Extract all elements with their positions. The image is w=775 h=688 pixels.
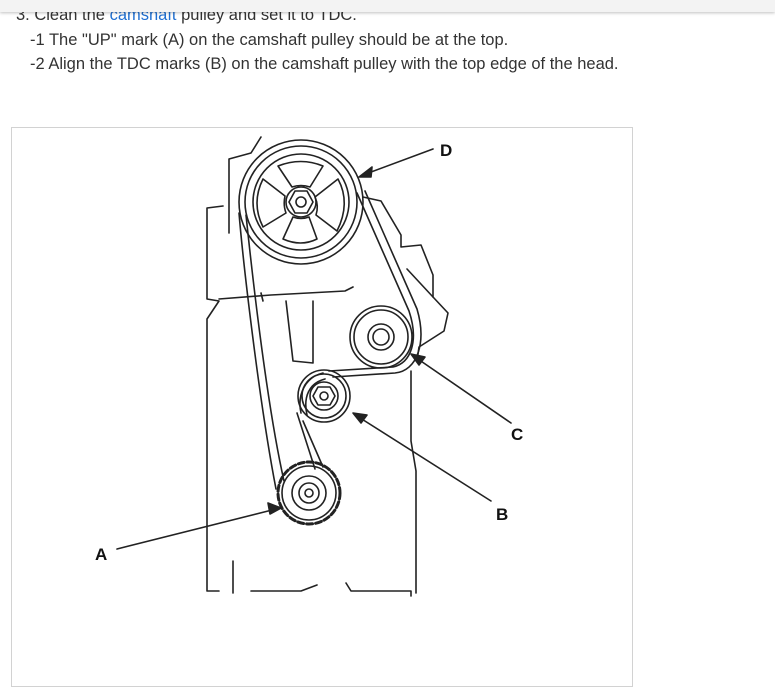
camshaft-pulley xyxy=(238,139,364,265)
top-bar xyxy=(0,0,775,12)
idler-pulley xyxy=(349,305,413,369)
substep-2: -2 Align the TDC marks (B) on the camsha… xyxy=(30,55,619,73)
callout-c: C xyxy=(511,425,523,444)
timing-belt-diagram: D C B A xyxy=(11,127,633,687)
tensioner-pulley xyxy=(297,369,351,423)
callout-d: D xyxy=(440,141,452,160)
crankshaft-pulley xyxy=(276,460,342,526)
block-slot xyxy=(285,300,314,364)
leader-lines xyxy=(116,148,512,550)
callout-a: A xyxy=(95,545,107,564)
substep-1: -1 The "UP" mark (A) on the camshaft pul… xyxy=(30,31,509,49)
diagram-drawing: D C B A xyxy=(95,136,523,597)
engine-block-outline xyxy=(206,136,449,597)
callout-b: B xyxy=(496,505,508,524)
